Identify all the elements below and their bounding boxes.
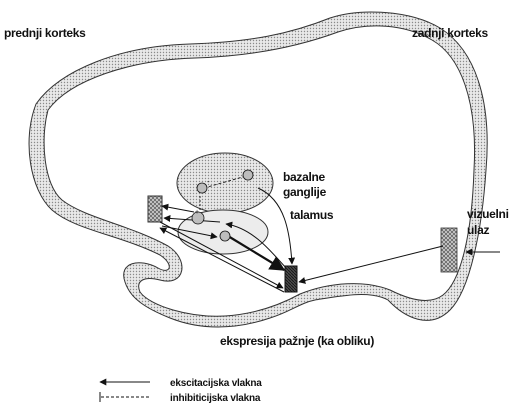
legend-excitatory-label: ekscitacijska vlakna [170,378,262,389]
back-cortex-label: zadnji korteks [412,26,488,40]
bg-node-minus-sign: - [207,177,210,186]
thal-node-lower [220,231,230,241]
visual-input-label-line1: vizuelni [467,207,509,221]
front-cortex-label: prednji korteks [4,26,86,40]
bg-node-left [197,183,207,193]
legend: ekscitacijska vlakna inhibiticijska vlak… [100,378,262,404]
legend-inhibitory-label: inhibiticijska vlakna [170,393,261,404]
attention-module [285,266,297,292]
visual-input-to-attention [299,246,443,282]
thalamus-label: talamus [290,208,334,222]
attention-expression-label: ekspresija pažnje (ka obliku) [220,334,374,348]
basal-ganglia-region [177,153,273,213]
bg-node-right [243,170,253,180]
excitatory-bg-to-frontal [162,206,194,212]
visual-input-label-line2: ulaz [467,223,489,237]
basal-ganglia-label-line2: ganglije [283,185,327,199]
visual-input-patch [441,228,457,272]
frontal-cortex-module [148,196,162,222]
basal-ganglia-label-line1: bazalne [283,170,326,184]
thal-node-plus-sign: + [195,209,199,216]
